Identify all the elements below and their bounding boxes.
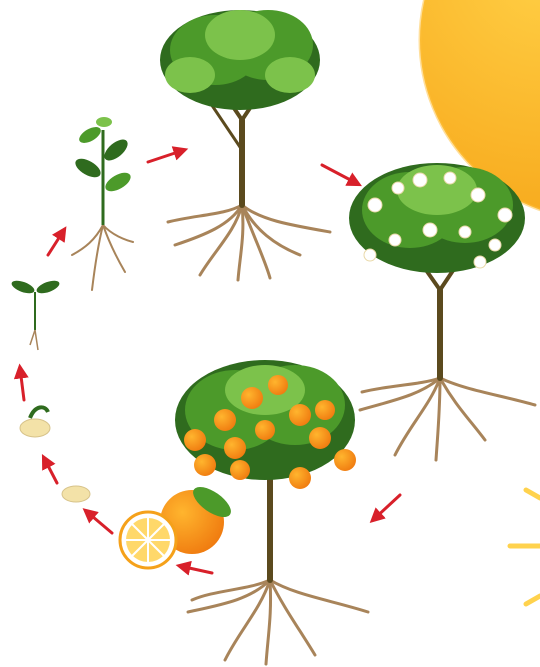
arrow-germinate-to-sprout bbox=[20, 368, 24, 400]
sprout-icon bbox=[10, 278, 61, 350]
arrow-seedling-to-young bbox=[148, 150, 184, 162]
seedling-icon bbox=[72, 117, 134, 290]
fruiting-tree-roots bbox=[188, 580, 368, 664]
arrow-flowering-to-fruiting bbox=[373, 495, 400, 520]
arrow-seed-to-germinate bbox=[44, 458, 57, 483]
arrow-sprout-to-seedling bbox=[48, 230, 64, 255]
arrow-young-to-flowering bbox=[322, 165, 358, 184]
arrow-fruiting-to-orange bbox=[180, 566, 212, 573]
fruiting-tree-icon bbox=[175, 360, 356, 489]
orange-segment-lines bbox=[510, 490, 540, 604]
flowering-tree-icon bbox=[349, 163, 525, 273]
germinating-seed-icon bbox=[20, 407, 50, 437]
young-tree-icon bbox=[160, 10, 320, 110]
flowering-tree-roots bbox=[360, 378, 535, 460]
orange-fruit-icon bbox=[120, 481, 236, 568]
young-tree-roots bbox=[168, 205, 330, 280]
seed-icon bbox=[62, 486, 90, 502]
arrow-orange-to-seed bbox=[86, 511, 112, 533]
